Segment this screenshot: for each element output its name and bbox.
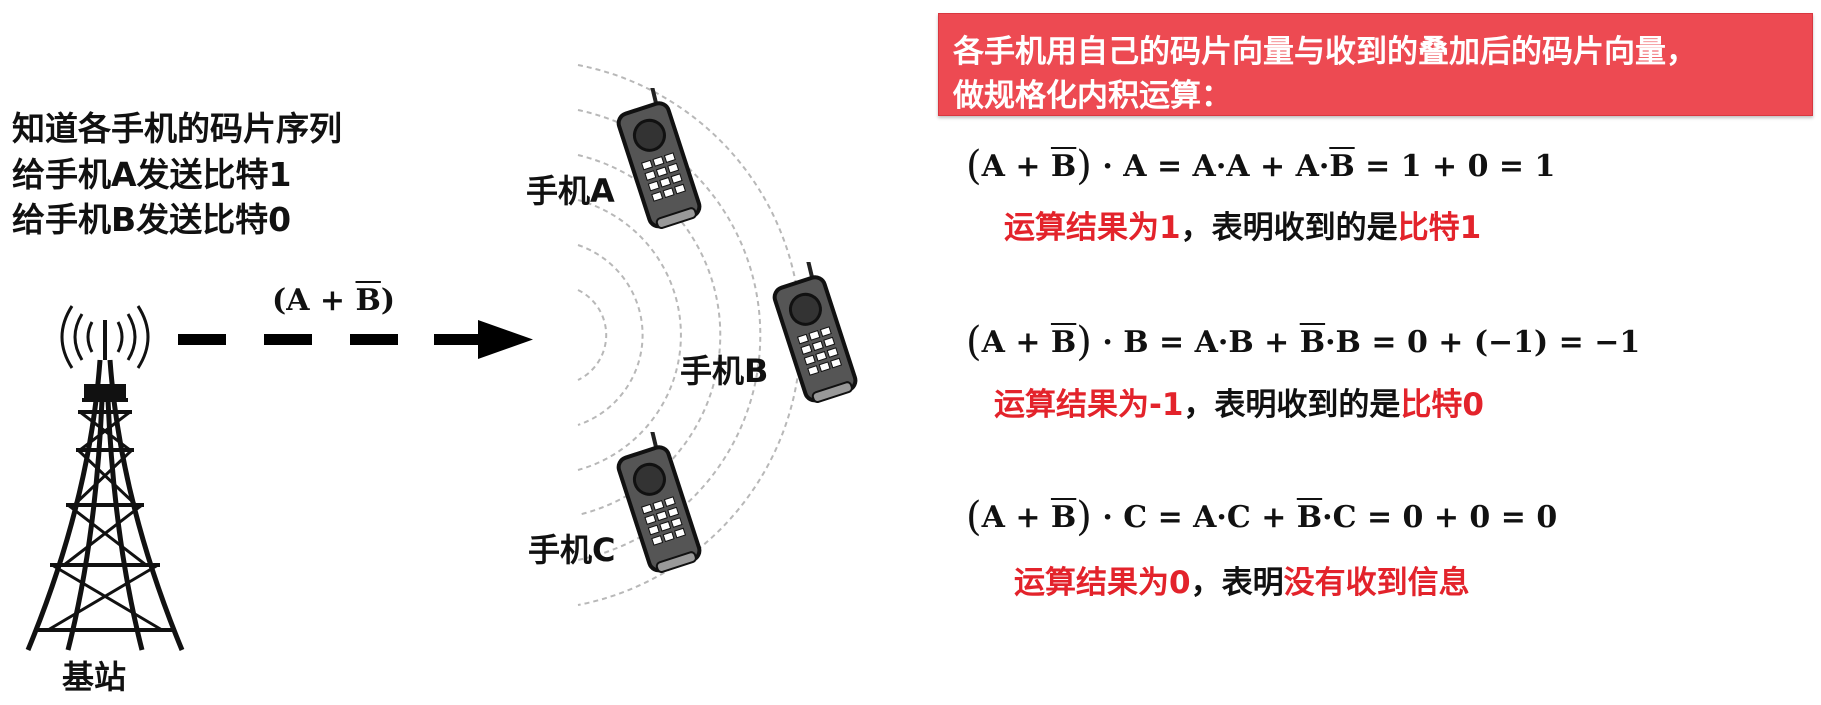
result-c: 运算结果为0，表明没有收到信息: [1014, 565, 1470, 601]
header-banner: 各手机用自己的码片向量与收到的叠加后的码片向量， 做规格化内积运算：: [938, 13, 1813, 116]
mobile-phone-icon: [616, 432, 702, 573]
result-b: 运算结果为-1，表明收到的是比特0: [994, 387, 1485, 423]
mobile-phone-icon: [772, 262, 858, 403]
equation-c: (A + B) · C = A·C + B·C = 0 + 0 = 0: [966, 494, 1558, 540]
radio-tower-icon: [25, 305, 185, 651]
header-line-1: 各手机用自己的码片向量与收到的叠加后的码片向量，: [953, 34, 1697, 70]
info-line-chip-sequences: 知道各手机的码片序列: [12, 109, 342, 148]
equation-a: (A + B) · A = A·A + A·B = 1 + 0 = 1: [966, 143, 1556, 189]
equation-b: (A + B) · B = A·B + B·B = 0 + (−1) = −1: [966, 319, 1641, 365]
header-line-2: 做规格化内积运算：: [953, 78, 1232, 114]
arrow-right-icon: [178, 320, 533, 359]
phone-a-label: 手机A: [526, 172, 615, 210]
mobile-phone-icon: [616, 88, 702, 229]
info-line-send-b: 给手机B发送比特0: [12, 200, 292, 239]
signal-formula: (A + B): [272, 283, 396, 318]
info-line-send-a: 给手机A发送比特1: [12, 155, 292, 194]
result-a: 运算结果为1，表明收到的是比特1: [1004, 210, 1482, 246]
broadcast-waves-icon: [60, 305, 150, 369]
phone-c-label: 手机C: [528, 531, 616, 569]
phone-b-label: 手机B: [680, 352, 769, 390]
base-station-label: 基站: [62, 658, 127, 696]
